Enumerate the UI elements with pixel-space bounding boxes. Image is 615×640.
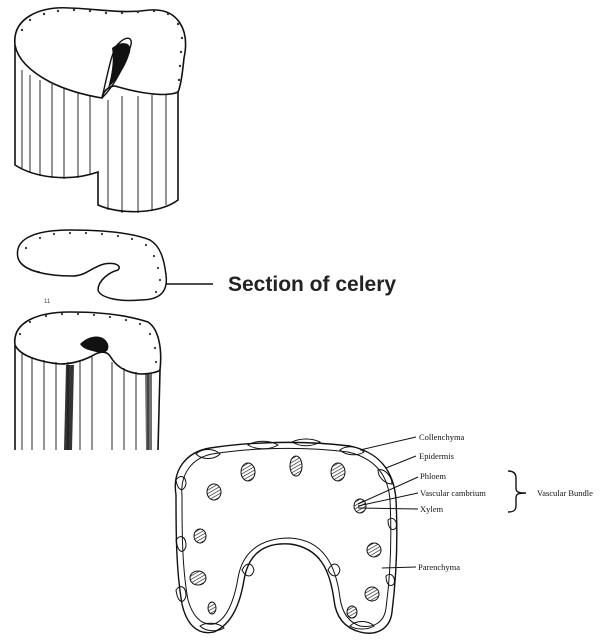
- cross-section: [175, 439, 396, 633]
- section-label: Section of celery: [228, 273, 396, 296]
- label-parenchyma: Parenchyma: [418, 562, 460, 572]
- vascular-bundle-bracket: [508, 471, 526, 512]
- label-collenchyma: Collenchyma: [419, 432, 465, 442]
- small-mark: 11: [44, 299, 51, 305]
- label-vascular-bundle: Vascular Bundle: [537, 488, 593, 498]
- label-phloem: Phloem: [420, 471, 446, 481]
- label-epidermis: Epidermis: [419, 451, 454, 461]
- label-vascular-cambrium: Vascular cambrium: [420, 488, 486, 498]
- celery-slice: [17, 230, 166, 301]
- top-stalk-piece: [15, 8, 186, 213]
- bottom-stalk-piece: [15, 312, 161, 450]
- label-xylem: Xylem: [420, 504, 444, 514]
